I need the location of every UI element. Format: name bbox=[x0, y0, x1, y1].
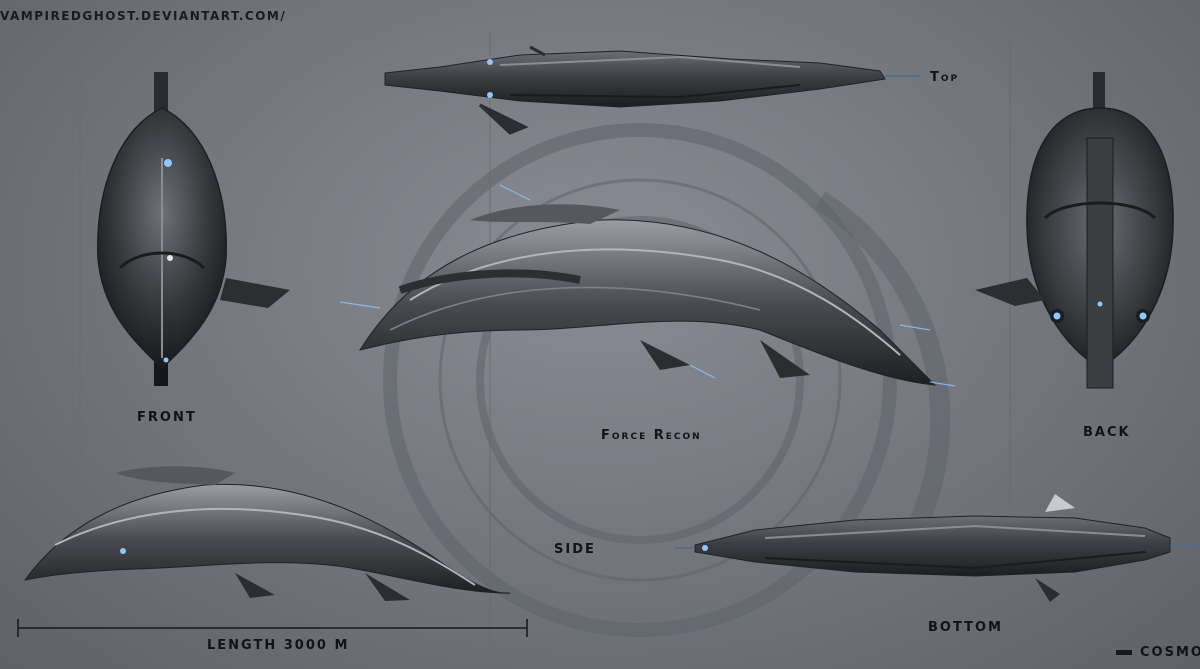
bottom-view-label: BOTTOM bbox=[928, 620, 1003, 635]
front-view-label: FRONT bbox=[137, 410, 197, 425]
perspective-view-label: Force Recon bbox=[601, 428, 702, 443]
length-scale-label: LENGTH 3000 M bbox=[207, 638, 350, 653]
artist-watermark: VAMPIREDGHOST.DEVIANTART.COM/ bbox=[0, 9, 287, 23]
ship-back-view bbox=[975, 72, 1174, 389]
top-view-label: Top bbox=[930, 70, 960, 85]
ship-bottom-view bbox=[675, 494, 1200, 602]
artist-credit: COSMOL bbox=[1116, 645, 1200, 660]
ship-side-view bbox=[23, 466, 511, 601]
ship-perspective-view bbox=[340, 184, 956, 387]
side-view-label: SIDE bbox=[554, 542, 596, 557]
ship-top-view bbox=[384, 45, 920, 135]
credit-marker-icon bbox=[1116, 650, 1132, 655]
back-view-label: BACK bbox=[1083, 425, 1131, 440]
ship-front-view bbox=[97, 72, 290, 386]
credit-text: COSMOL bbox=[1140, 645, 1200, 660]
length-scale-bar bbox=[17, 619, 528, 637]
